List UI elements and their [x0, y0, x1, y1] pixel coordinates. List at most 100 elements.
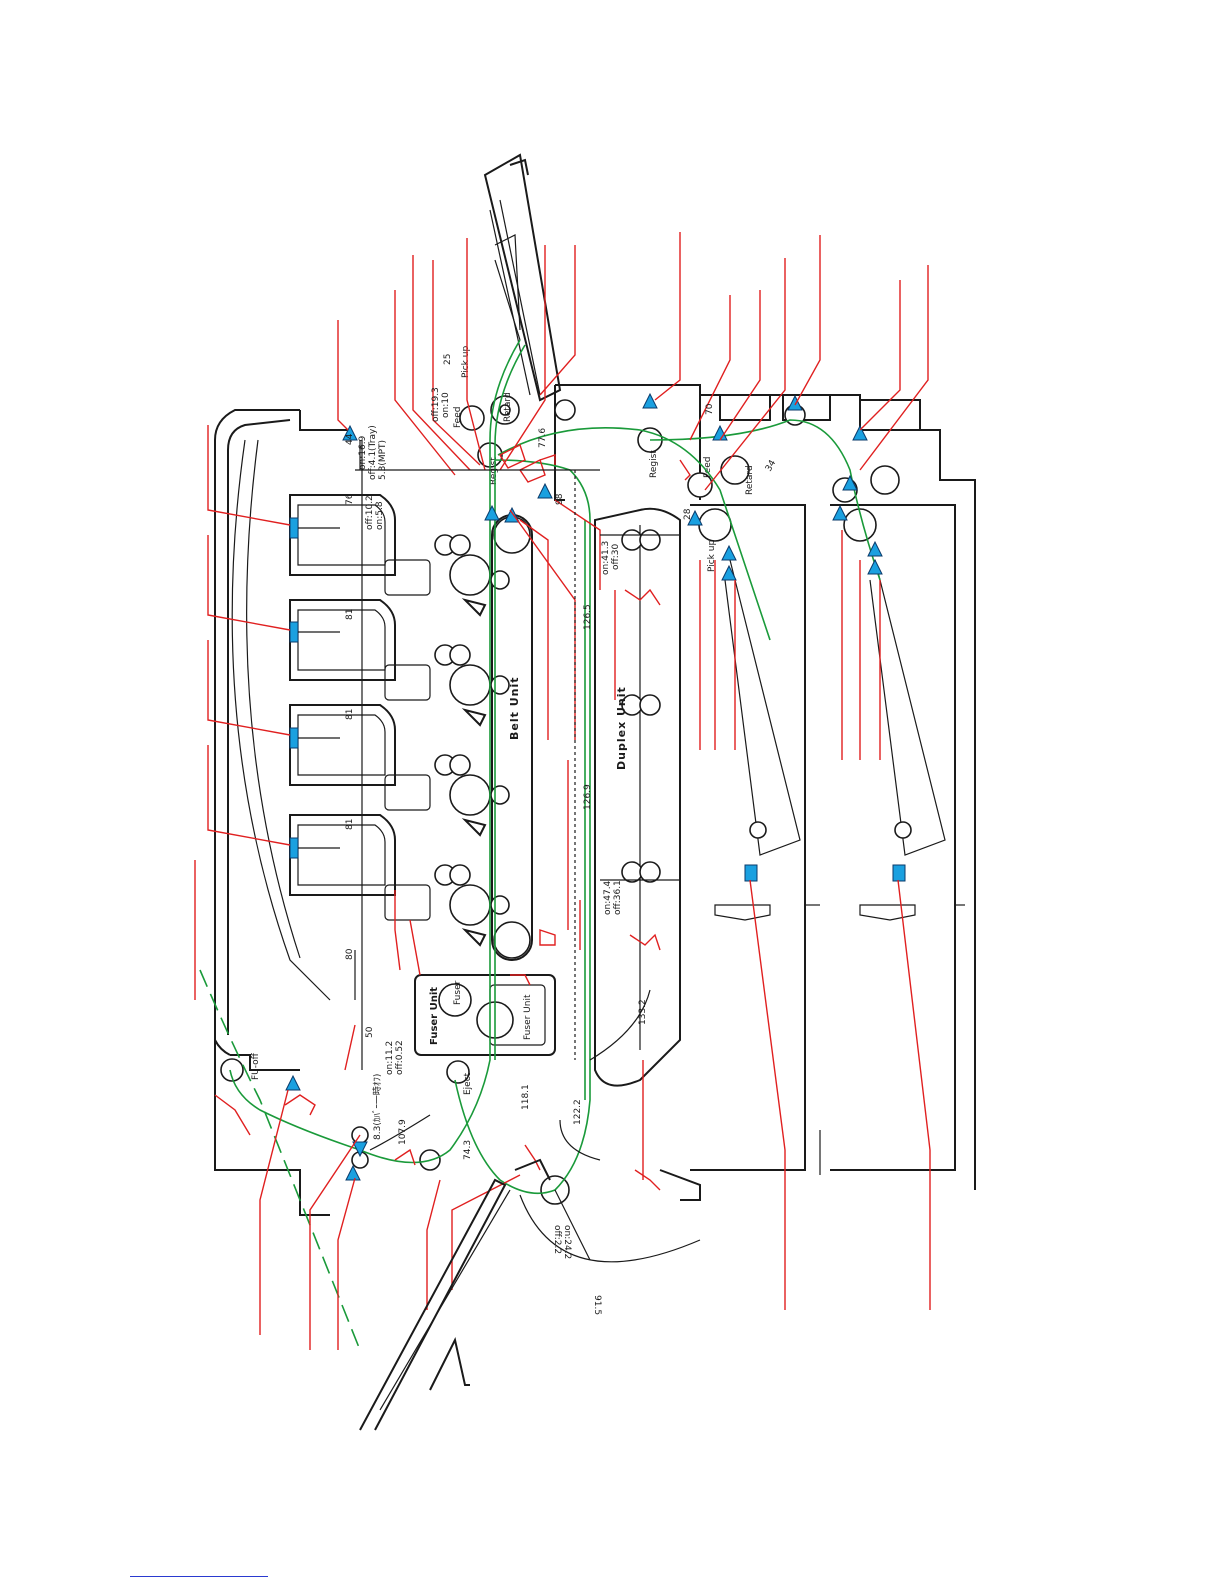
fuser-unit-label: Fuser Unit	[429, 987, 440, 1045]
sensor-triangle-icon	[867, 558, 883, 575]
face-up-stacker	[359, 1158, 701, 1431]
image-drum-4	[384, 864, 491, 947]
toner-cartridge-1	[289, 494, 396, 576]
toner-cartridge-3	[289, 704, 396, 786]
on-off-label: off:4.1(Tray)	[368, 425, 378, 480]
toner-sensor-icon	[289, 621, 299, 643]
dim-126-9: 126.9	[583, 784, 593, 810]
image-drum-1	[384, 534, 491, 617]
on-off-label: off:0.52	[395, 1040, 405, 1075]
belt-unit: Belt Unit	[490, 514, 533, 961]
toner-sensor-icon	[289, 837, 299, 859]
tray1-paper-sensor-icon	[744, 864, 758, 882]
callout-leaders	[194, 232, 931, 1350]
sensor-triangle-icon	[352, 1141, 368, 1158]
dim-81c: 81	[345, 819, 355, 830]
dim-80: 80	[345, 948, 355, 960]
sensor-triangle-icon	[342, 424, 358, 441]
sensor-triangle-icon	[832, 504, 848, 521]
dim-107-9: 107.9	[398, 1119, 408, 1145]
dim-122-2: 122.2	[573, 1099, 583, 1125]
regist2-label: Regist	[649, 450, 659, 478]
image-drum-3	[384, 754, 491, 837]
on-off-label: on:47.4	[603, 880, 613, 915]
feed-rollers	[220, 395, 900, 1205]
dim-70: 70	[705, 403, 715, 415]
pick-up-label: Pick up	[461, 346, 471, 378]
dim-74-3: 74.3	[463, 1140, 473, 1160]
sensor-triangle-icon	[642, 392, 658, 409]
toner-sensor-icon	[289, 727, 299, 749]
on-off-label: off:36.1	[613, 880, 623, 915]
on-off-label: on:10	[441, 392, 451, 418]
fuser-small-label: Fuser	[453, 980, 463, 1005]
regist-label: Regist	[489, 457, 499, 485]
dim-50: 50	[365, 1026, 375, 1038]
paper-tray-2	[830, 504, 965, 1171]
on-off-label: 8.3(ｶﾊﾞｰ一時ｵﾌ)	[372, 1074, 383, 1140]
eject-label: Eject	[463, 1072, 473, 1095]
dim-76: 76	[345, 493, 355, 505]
on-off-label: off:10.2	[365, 495, 375, 530]
dim-126-5: 126.5	[583, 604, 593, 630]
sensor-triangle-icon	[687, 509, 703, 526]
toner-cartridge-4	[289, 814, 396, 896]
belt-unit-label: Belt Unit	[508, 677, 521, 741]
toner-cartridge-2	[289, 599, 396, 681]
sensor-levers	[214, 444, 691, 1191]
dim-91-5: 91.5	[592, 1295, 602, 1315]
sensor-triangle-icon	[537, 482, 553, 499]
sensor-triangle-icon	[285, 1074, 301, 1091]
face-off-label: FU-off	[251, 1052, 261, 1080]
dim-25: 25	[443, 354, 453, 365]
retard-tray-label: Retard	[745, 465, 755, 495]
sensor-triangle-icon	[484, 504, 500, 521]
dim-44: 44	[345, 433, 355, 445]
toner-cartridges	[289, 494, 396, 896]
dim-81a: 81	[345, 609, 355, 620]
fuser-unit-small-label: Fuser Unit	[523, 994, 533, 1040]
fuser-unit: Fuser Unit Fuser Fuser Unit	[414, 974, 556, 1056]
on-off-label: on:5.8	[375, 501, 385, 530]
sensor-triangle-icon	[787, 394, 803, 411]
duplex-unit: Duplex Unit	[594, 507, 681, 1087]
dim-98: 98	[555, 493, 565, 505]
sensor-triangle-icon	[345, 1164, 361, 1181]
dim-118-1: 118.1	[521, 1084, 531, 1110]
sensor-triangle-icon	[842, 474, 858, 491]
on-off-label: off:30	[611, 544, 621, 570]
duplex-unit-label: Duplex Unit	[615, 686, 628, 770]
mpt-tray	[483, 153, 562, 402]
dim-81b: 81	[345, 709, 355, 720]
roller-labels: Pick up Feed Retard Regist Regist Pick u…	[251, 346, 755, 1095]
image-drum-2	[384, 644, 491, 727]
sensor-triangle-icon	[721, 564, 737, 581]
retard-label: Retard	[503, 392, 513, 422]
on-off-label: off:19.3	[431, 387, 441, 422]
dim-77-6: 77.6	[538, 428, 548, 448]
on-off-label: off:2.2	[552, 1225, 562, 1254]
on-off-label: on:24.2	[562, 1225, 572, 1259]
sensor-triangle-icon	[721, 544, 737, 561]
footer-link-underline[interactable]	[130, 1576, 268, 1577]
dim-34: 34	[764, 458, 779, 473]
image-drums	[384, 534, 491, 947]
on-off-label: on:16.9	[358, 435, 368, 470]
dim-28: 28	[683, 508, 693, 520]
sensor-triangle-icon	[852, 424, 868, 441]
feed-label: Feed	[453, 407, 463, 428]
pick-up-tray-label: Pick up	[707, 540, 717, 572]
on-off-label: on:41.3	[601, 541, 611, 575]
feed-tray-label: Feed	[703, 457, 713, 478]
paper-path	[199, 339, 881, 1351]
sensors	[285, 392, 883, 1181]
sensor-triangle-icon	[867, 540, 883, 557]
on-off-label: on:11.2	[385, 1041, 395, 1075]
dimension-labels: 76 81 81 81 80 44 50 25 98 77.6 70 28 12…	[345, 354, 778, 1316]
dim-133-2: 133.2	[638, 999, 648, 1025]
dimension-lines	[354, 440, 701, 1263]
toner-sensor-icon	[289, 517, 299, 539]
tray2-paper-sensor-icon	[892, 864, 906, 882]
on-off-label: 5.3(MPT)	[378, 440, 388, 480]
